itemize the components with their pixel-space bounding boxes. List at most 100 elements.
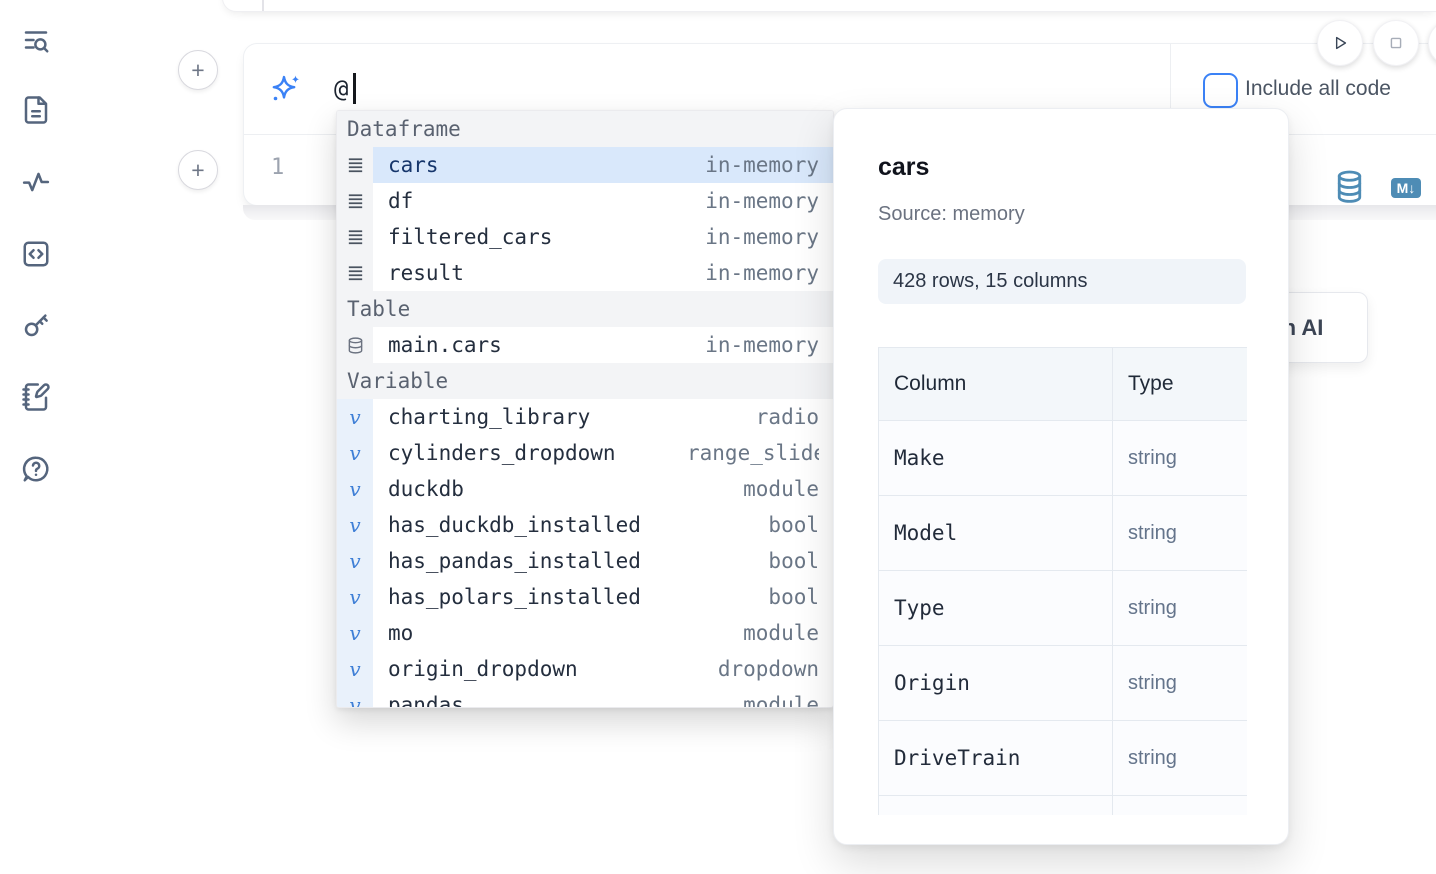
help-chat-icon[interactable] — [21, 454, 51, 484]
autocomplete-item-filtered-cars[interactable]: filtered_cars in-memory — [337, 219, 833, 255]
autocomplete-item-cars[interactable]: cars in-memory — [337, 147, 833, 183]
previous-cell-edge — [222, 0, 1436, 12]
item-name: df — [388, 189, 414, 213]
dataframe-rows-icon — [337, 183, 373, 219]
column-name: Make — [878, 420, 1113, 496]
sql-database-icon[interactable] — [1335, 170, 1364, 204]
section-header-table: Table — [337, 291, 833, 327]
dataframe-rows-icon — [337, 219, 373, 255]
autocomplete-dropdown: Dataframe cars in-memory df in-memory fi… — [336, 110, 834, 708]
column-type: string — [1112, 495, 1247, 571]
item-type: bool — [768, 585, 819, 609]
table-row: Origin string — [878, 645, 1247, 721]
dataframe-preview-panel: cars Source: memory 428 rows, 15 columns… — [833, 108, 1289, 845]
table-row: DriveTrain string — [878, 720, 1247, 796]
item-name: origin_dropdown — [388, 657, 578, 681]
ai-prompt-input[interactable]: @ — [334, 75, 349, 103]
preview-schema-table: Column Type Make string Model string Typ… — [878, 347, 1247, 815]
autocomplete-item-duckdb[interactable]: v duckdb module — [337, 471, 833, 507]
autocomplete-item-mo[interactable]: v mo module — [337, 615, 833, 651]
item-type: module — [743, 477, 819, 501]
column-type — [1112, 795, 1247, 815]
list-search-icon[interactable] — [21, 25, 51, 55]
file-text-icon[interactable] — [21, 95, 51, 125]
item-name: result — [388, 261, 464, 285]
notebook-pen-icon[interactable] — [21, 382, 51, 412]
item-name: main.cars — [388, 333, 502, 357]
variable-icon: v — [337, 435, 373, 471]
autocomplete-item-result[interactable]: result in-memory — [337, 255, 833, 291]
autocomplete-item-main-cars[interactable]: main.cars in-memory — [337, 327, 833, 363]
markdown-icon[interactable]: M↓ — [1391, 178, 1421, 198]
column-name: Type — [878, 570, 1113, 646]
table-row — [878, 795, 1247, 815]
table-row: Model string — [878, 495, 1247, 571]
item-type: range_slider — [687, 441, 819, 465]
dataframe-rows-icon — [337, 255, 373, 291]
prompt-checkbox-divider — [1170, 44, 1171, 134]
key-icon[interactable] — [21, 310, 51, 340]
variable-icon: v — [337, 687, 373, 707]
autocomplete-item-has-duckdb-installed[interactable]: v has_duckdb_installed bool — [337, 507, 833, 543]
item-name: duckdb — [388, 477, 464, 501]
item-type: in-memory — [705, 225, 819, 249]
item-name: has_pandas_installed — [388, 549, 641, 573]
stop-button[interactable] — [1373, 20, 1419, 66]
include-all-code-label[interactable]: Include all code — [1245, 77, 1391, 100]
autocomplete-item-origin-dropdown[interactable]: v origin_dropdown dropdown — [337, 651, 833, 687]
variable-icon: v — [337, 579, 373, 615]
dataframe-rows-icon — [337, 147, 373, 183]
item-type: bool — [768, 513, 819, 537]
add-cell-above-button[interactable]: + — [178, 50, 218, 90]
section-header-variable: Variable — [337, 363, 833, 399]
item-type: in-memory — [705, 261, 819, 285]
item-name: pandas — [388, 693, 464, 708]
item-name: has_polars_installed — [388, 585, 641, 609]
column-type: string — [1112, 720, 1247, 796]
line-number: 1 — [271, 155, 285, 180]
preview-schema-table-wrap: Column Type Make string Model string Typ… — [878, 347, 1247, 815]
item-type: in-memory — [705, 153, 819, 177]
activity-icon[interactable] — [21, 167, 51, 197]
autocomplete-item-has-polars-installed[interactable]: v has_polars_installed bool — [337, 579, 833, 615]
preview-source: Source: memory — [878, 203, 1025, 225]
item-name: cylinders_dropdown — [388, 441, 616, 465]
item-name: has_duckdb_installed — [388, 513, 641, 537]
autocomplete-item-has-pandas-installed[interactable]: v has_pandas_installed bool — [337, 543, 833, 579]
add-cell-below-button[interactable]: + — [178, 150, 218, 190]
variable-icon: v — [337, 651, 373, 687]
code-square-icon[interactable] — [21, 239, 51, 269]
variable-icon: v — [337, 543, 373, 579]
item-name: filtered_cars — [388, 225, 553, 249]
item-name: mo — [388, 621, 414, 645]
ai-sparkles-icon — [269, 72, 303, 106]
table-row: Type string — [878, 570, 1247, 646]
autocomplete-item-df[interactable]: df in-memory — [337, 183, 833, 219]
column-name — [878, 795, 1113, 815]
column-type: string — [1112, 645, 1247, 721]
table-row: Make string — [878, 420, 1247, 496]
item-type: in-memory — [705, 333, 819, 357]
variable-icon: v — [337, 507, 373, 543]
item-type: in-memory — [705, 189, 819, 213]
preview-title: cars — [878, 153, 930, 181]
column-name: Model — [878, 495, 1113, 571]
autocomplete-item-pandas[interactable]: v pandas module — [337, 687, 833, 708]
type-header: Type — [1112, 347, 1247, 421]
column-name: Origin — [878, 645, 1113, 721]
column-name: DriveTrain — [878, 720, 1113, 796]
item-type: bool — [768, 549, 819, 573]
text-cursor — [353, 73, 356, 104]
autocomplete-item-charting-library[interactable]: v charting_library radio — [337, 399, 833, 435]
item-name: cars — [388, 153, 439, 177]
column-type: string — [1112, 420, 1247, 496]
variable-icon: v — [337, 615, 373, 651]
autocomplete-item-cylinders-dropdown[interactable]: v cylinders_dropdown range_slider — [337, 435, 833, 471]
run-cell-button[interactable] — [1317, 20, 1363, 66]
include-all-code-checkbox[interactable] — [1203, 73, 1238, 108]
cell-divider-notch — [262, 0, 264, 11]
item-name: charting_library — [388, 405, 591, 429]
table-header-row: Column Type — [878, 347, 1247, 421]
item-type: module — [743, 621, 819, 645]
item-type: module — [743, 693, 819, 708]
